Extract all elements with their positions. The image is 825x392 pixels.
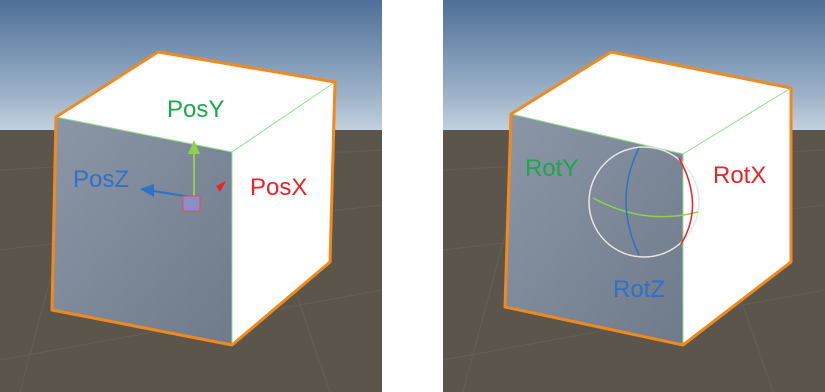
pos-y-label: PosY (167, 96, 225, 123)
scene-canvas[interactable] (443, 0, 825, 392)
pos-x-label: PosX (250, 174, 308, 201)
rot-z-label: RotZ (613, 276, 666, 303)
cube[interactable] (503, 50, 793, 347)
x-axis-arrow-icon[interactable] (216, 181, 226, 192)
scene-view-move[interactable]: PosY PosZ PosX (0, 0, 382, 392)
x-rotation-ring[interactable] (678, 157, 694, 245)
rotate-gizmo[interactable] (588, 146, 700, 258)
pos-z-label: PosZ (73, 166, 130, 193)
cube-top-face (511, 52, 791, 154)
selection-outline (50, 50, 337, 347)
cube-left-face (52, 117, 232, 345)
scene-view-rotate[interactable]: RotY RotX RotZ (443, 0, 825, 392)
y-axis-arrow-icon[interactable] (188, 140, 200, 154)
z-axis-arrow-icon[interactable] (140, 184, 154, 197)
rot-y-label: RotY (525, 155, 579, 182)
cube[interactable] (50, 50, 337, 347)
y-rotation-ring[interactable] (592, 197, 699, 218)
cube-left-face (505, 114, 683, 345)
rot-x-label: RotX (713, 162, 767, 189)
rotation-sphere-outline[interactable] (588, 146, 700, 258)
move-gizmo[interactable] (140, 140, 226, 212)
cube-right-face (683, 88, 791, 345)
cube-wireframe (55, 81, 336, 345)
cube-top-face (56, 52, 335, 152)
selection-outline (503, 50, 793, 347)
scene-canvas[interactable] (0, 0, 382, 392)
z-rotation-ring[interactable] (625, 147, 640, 256)
center-handle[interactable] (182, 195, 201, 212)
